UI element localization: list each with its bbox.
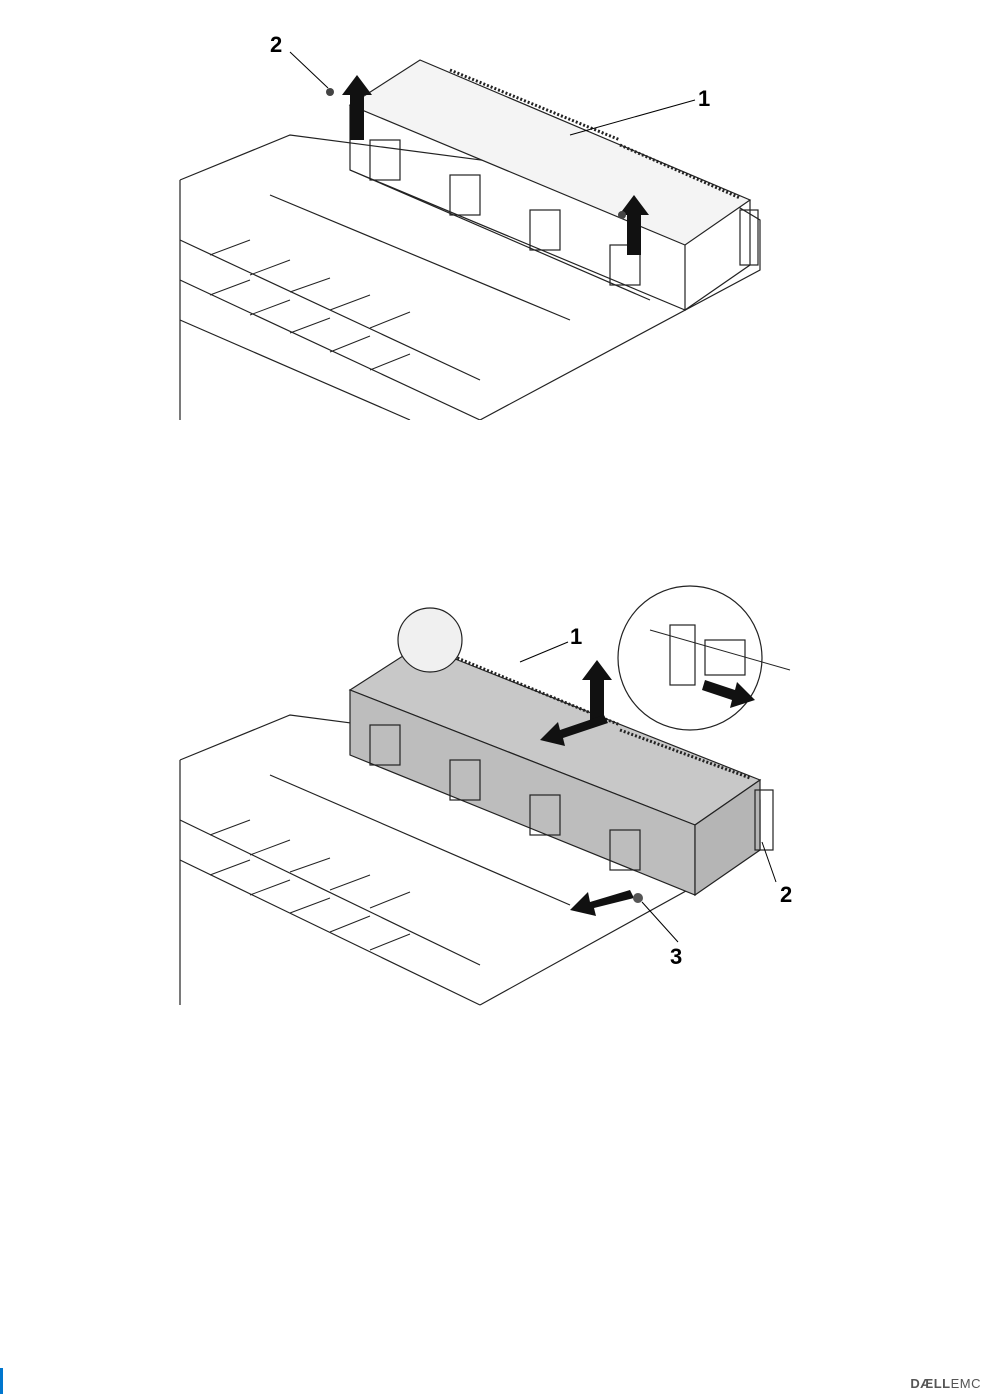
figure-1-illustration: 2 1 xyxy=(150,20,790,420)
figure-drive-cage-screws: 2 1 xyxy=(150,20,790,420)
callout-2: 2 xyxy=(270,32,282,57)
callout-3: 3 xyxy=(670,944,682,969)
brand-logo-emc: EMC xyxy=(951,1376,981,1391)
figure-drive-cage-removal: 1 2 3 xyxy=(150,580,840,1010)
figure-2-illustration: 1 2 3 xyxy=(150,580,840,1010)
page-edge-marker xyxy=(0,1368,3,1394)
callout-1: 1 xyxy=(698,86,710,111)
brand-logo-dell: DÆLL xyxy=(910,1376,950,1391)
callout-1: 1 xyxy=(570,624,582,649)
callout-2: 2 xyxy=(780,882,792,907)
brand-logo: DÆLLEMC xyxy=(910,1376,981,1391)
